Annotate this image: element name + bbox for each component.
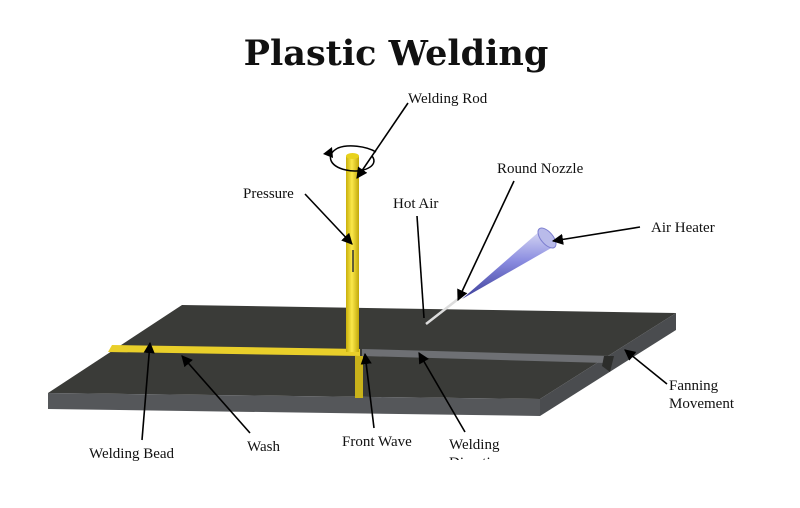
rotation-arrowhead-icon	[323, 147, 333, 158]
arrow-welding-bead	[141, 341, 155, 441]
welding-bead	[108, 345, 360, 356]
diagram-title: Plastic Welding	[243, 33, 549, 74]
label-welding-direction: Welding Direction	[449, 437, 506, 460]
welding-bead-vertical	[355, 356, 363, 398]
label-round-nozzle: Round Nozzle	[497, 161, 584, 177]
label-hot-air: Hot Air	[393, 196, 439, 212]
arrow-welding-rod	[356, 102, 409, 179]
label-air-heater: Air Heater	[651, 220, 715, 236]
groove-end-notch	[602, 356, 614, 372]
arrow-welding-direction	[418, 352, 466, 433]
welding-rod-top	[346, 153, 359, 159]
arrow-fanning-movement	[624, 349, 668, 385]
arrow-wash	[181, 355, 251, 434]
arrow-hot-air	[416, 215, 425, 319]
label-fanning-movement: Fanning Movement	[669, 378, 734, 412]
callout-arrows	[141, 102, 668, 441]
label-welding-bead: Welding Bead	[89, 446, 175, 462]
hot-air-stream	[425, 295, 463, 325]
arrow-front-wave	[360, 352, 375, 429]
arrow-air-heater	[551, 226, 641, 245]
label-wash: Wash	[247, 439, 280, 455]
label-pressure: Pressure	[243, 186, 294, 202]
rotation-arrow-icon	[329, 145, 377, 172]
label-welding-rod: Welding Rod	[408, 91, 488, 107]
nozzle-air-heater	[462, 227, 557, 299]
plate-front-edge	[48, 393, 540, 416]
arrow-round-nozzle	[457, 180, 515, 302]
label-front-wave: Front Wave	[342, 434, 412, 450]
arrow-pressure	[304, 193, 353, 245]
